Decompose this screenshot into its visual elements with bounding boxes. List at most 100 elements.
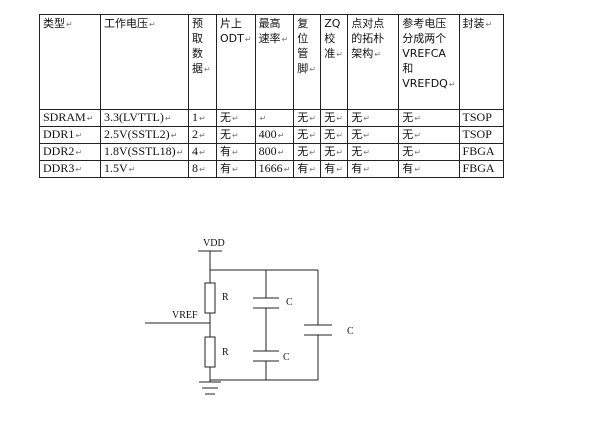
header-line: 片上 [220, 17, 242, 30]
table-cell: FBGA [458, 143, 504, 161]
cell-text: 4 [192, 144, 198, 158]
cap-upper-label: C [286, 297, 293, 308]
header-line: 点对点 [351, 17, 385, 30]
table-cell: DDR2↵ [39, 143, 101, 161]
header-line: 的拓朴 [351, 32, 385, 45]
table-row: SDRAM↵3.3(LVTTL)↵1↵无↵↵无↵无↵无↵无↵TSOP [39, 109, 504, 127]
cell-text: 有 [220, 162, 231, 175]
cell-text: 无 [297, 128, 309, 141]
paragraph-mark: ↵ [232, 131, 239, 140]
paragraph-mark: ↵ [86, 114, 94, 123]
paragraph-mark: ↵ [232, 165, 239, 174]
resistor-bottom [204, 336, 216, 368]
vref-label: VREF [172, 310, 198, 321]
header-line: 工作电压↵ [104, 17, 156, 30]
header-cell: 类型↵ [39, 14, 101, 110]
cell-text: 有 [351, 162, 363, 175]
paragraph-mark: ↵ [199, 114, 206, 123]
paragraph-mark: ↵ [336, 131, 343, 140]
header-line: ODT↵ [220, 32, 252, 45]
header-line: 校 [324, 32, 336, 45]
header-line: VREFDQ↵ [402, 77, 456, 90]
table-cell: 8↵ [188, 160, 217, 178]
paragraph-mark: ↵ [66, 20, 73, 29]
cell-text: 2.5V(SSTL2) [104, 127, 170, 141]
table-cell: DDR1↵ [39, 126, 101, 144]
cell-text: 有 [220, 145, 231, 158]
header-line: VREFCA [402, 47, 446, 60]
cell-text: 1666 [258, 161, 283, 175]
cell-text: 8 [192, 161, 198, 175]
paragraph-mark: ↵ [204, 65, 211, 74]
cap-lower-label: C [283, 352, 290, 363]
cell-text: 无 [324, 128, 336, 141]
paragraph-mark: ↵ [363, 131, 370, 140]
cell-text: DDR3 [43, 161, 75, 175]
table-cell: 3.3(LVTTL)↵ [100, 109, 189, 127]
header-line: 据↵ [192, 62, 211, 75]
resistor-top [204, 282, 216, 314]
cell-text: 400 [258, 127, 277, 141]
table-cell: 1.8V(SSTL18)↵ [100, 143, 189, 161]
header-cell: 工作电压↵ [100, 14, 189, 110]
header-cell: 最高速率↵ [254, 14, 295, 110]
cell-text: 无 [402, 145, 414, 158]
paragraph-mark: ↵ [259, 114, 267, 123]
paragraph-mark: ↵ [164, 114, 172, 123]
header-line: 预 [192, 17, 203, 30]
header-line: 取 [192, 32, 203, 45]
header-cell: 复位管脚↵ [293, 14, 322, 110]
paragraph-mark: ↵ [176, 148, 184, 157]
cell-text: 无 [402, 128, 414, 141]
table-cell: 有↵ [398, 160, 460, 178]
header-cell: 片上 ODT↵ [216, 14, 256, 110]
cell-text: 1.8V(SSTL18) [104, 144, 176, 158]
paragraph-mark: ↵ [277, 131, 285, 140]
cell-text: 无 [351, 111, 363, 124]
paragraph-mark: ↵ [336, 148, 343, 157]
cell-text: 1 [192, 110, 198, 124]
cell-text: 无 [351, 145, 363, 158]
cell-text: 无 [402, 111, 414, 124]
cell-text: 无 [297, 145, 309, 158]
cell-text: TSOP [462, 127, 492, 141]
cell-text: 有 [324, 162, 336, 175]
table-cell: TSOP [458, 109, 504, 127]
resistor-bottom-label: R [222, 347, 229, 358]
header-line: 数 [192, 47, 203, 60]
cell-text: SDRAM [43, 110, 86, 124]
cell-text: 无 [297, 111, 309, 124]
table-row: DDR1↵2.5V(SSTL2)↵2↵无↵400↵无↵无↵无↵无↵TSOP [39, 126, 504, 144]
table-cell: 无↵ [398, 109, 460, 127]
paragraph-mark: ↵ [336, 50, 343, 59]
cell-text: 3.3(LVTTL) [104, 110, 164, 124]
header-line: 复 [297, 17, 309, 30]
header-line: 管 [297, 47, 309, 60]
paragraph-mark: ↵ [414, 131, 421, 140]
paragraph-mark: ↵ [232, 148, 239, 157]
table-cell: 有↵ [347, 160, 400, 178]
cell-text: DDR2 [43, 144, 75, 158]
header-line: 脚↵ [297, 62, 316, 75]
paragraph-mark: ↵ [363, 114, 370, 123]
header-line: 位 [297, 32, 309, 45]
cap-right-label: C [347, 326, 354, 337]
header-line: 准↵ [324, 47, 343, 60]
paragraph-mark: ↵ [281, 35, 289, 44]
table-cell: 1666↵ [254, 160, 295, 178]
paragraph-mark: ↵ [309, 148, 316, 157]
cell-text: 1.5V [104, 161, 128, 175]
header-line: 速率↵ [258, 32, 289, 45]
table-cell: 1.5V↵ [100, 160, 189, 178]
cell-text: 有 [402, 162, 414, 175]
paragraph-mark: ↵ [75, 148, 83, 157]
table-cell: SDRAM↵ [39, 109, 101, 127]
table-cell: 400↵ [254, 126, 295, 144]
header-line: 封装↵ [462, 17, 493, 30]
header-cell: 封装↵ [458, 14, 504, 110]
table-cell: 2↵ [188, 126, 217, 144]
table-cell: DDR3↵ [39, 160, 101, 178]
paragraph-mark: ↵ [309, 65, 316, 74]
